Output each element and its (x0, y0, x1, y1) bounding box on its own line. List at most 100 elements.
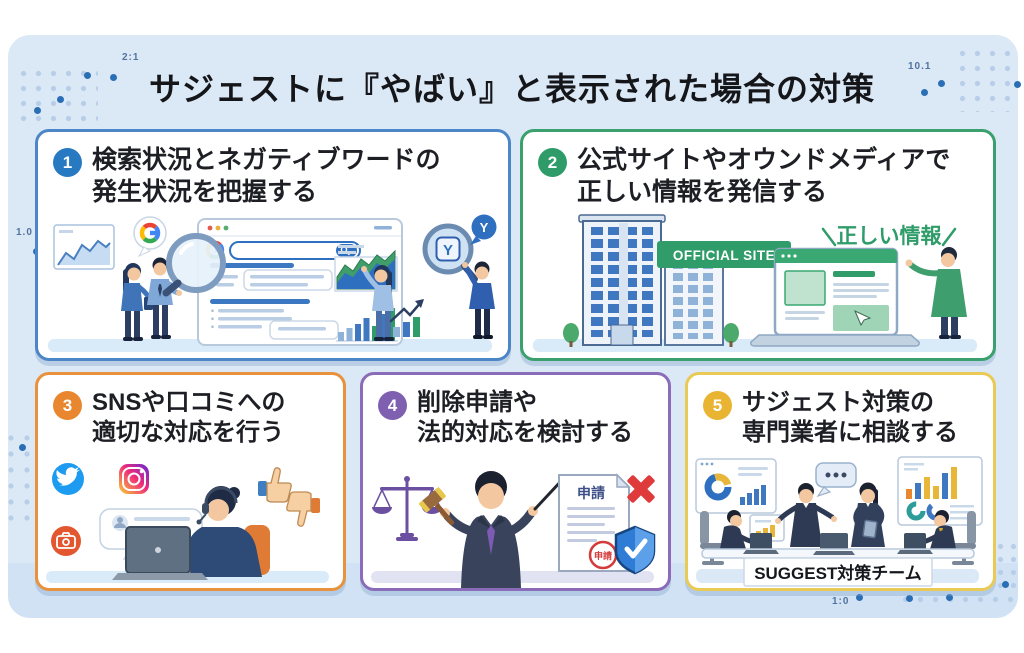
card-step5: 5 サジェスト対策の 専門業者に相談する (685, 372, 996, 591)
step1-badge: 1 (53, 148, 82, 177)
svg-text:申請: 申請 (594, 550, 612, 561)
team-member-seated-left (720, 510, 753, 549)
decor-dot (57, 96, 64, 103)
dot-grid (898, 592, 1016, 604)
decor-dot (34, 107, 41, 114)
artifact-number: 1:0 (832, 596, 850, 607)
svg-text:正しい情報: 正しい情報 (837, 224, 943, 248)
chat-bubble-icon (815, 462, 857, 498)
svg-text:Y: Y (480, 220, 489, 235)
card4-heading: 削除申請や 法的対応を検討する (417, 388, 633, 448)
card5-heading-line1: サジェスト対策の (742, 389, 934, 416)
meeting-table: SUGGEST対策チーム (701, 533, 975, 587)
dot-grid (955, 46, 1019, 112)
person-pointing-chart (361, 265, 394, 341)
step2-badge: 2 (538, 148, 567, 177)
decor-dot (19, 444, 26, 451)
card4-header: 4 削除申請や 法的対応を検討する (363, 375, 668, 450)
shield-check-icon (614, 525, 656, 575)
step3-badge: 3 (53, 391, 82, 420)
laptop (112, 526, 208, 580)
card1-heading-line2: 発生状況を把握する (92, 177, 318, 206)
tree (723, 323, 739, 347)
x-mark-icon (627, 475, 655, 503)
twitter-icon (52, 463, 84, 495)
person-analyst-left (121, 263, 154, 341)
scales-icon (372, 476, 442, 541)
tree (563, 323, 579, 347)
instagram-icon (119, 464, 149, 494)
card3-heading-line2: 適切な対応を行う (92, 419, 284, 447)
laptop (750, 247, 920, 347)
card2-heading-line2: 正しい情報を発信する (577, 177, 828, 206)
card-step3: 3 SNSや口コミへの 適切な対応を行う (35, 372, 346, 591)
correct-info-callout: 正しい情報 (821, 224, 957, 248)
card1-illustration: Y Y (48, 214, 497, 352)
svg-text:申請: 申請 (577, 485, 605, 501)
artifact-number: 10.1 (908, 61, 932, 72)
decor-dot (1014, 81, 1021, 88)
svg-text:OFFICIAL SITE: OFFICIAL SITE (673, 248, 775, 263)
line-chart-panel (53, 224, 115, 270)
artifact-number: 1.0 (16, 227, 33, 238)
page-title: サジェストに『やばい』と表示された場合の対策 (148, 71, 875, 107)
search-input (229, 241, 361, 260)
card2-heading: 公式サイトやオウンドメディアで 正しい情報を発信する (577, 145, 950, 208)
card2-header: 2 公式サイトやオウンドメディアで 正しい情報を発信する (523, 132, 993, 210)
lawyer-figure (418, 471, 565, 588)
decor-dot (84, 72, 91, 79)
consultant-woman-standing (851, 482, 885, 547)
card5-header: 5 サジェスト対策の 専門業者に相談する (688, 375, 993, 450)
team-member-seated-right (923, 510, 956, 549)
person-right (462, 261, 495, 339)
official-site-banner: OFFICIAL SITE (657, 241, 791, 268)
card-step1: 1 検索状況とネガティブワードの 発生状況を把握する (35, 129, 511, 361)
camera-icon (51, 526, 81, 556)
growth-arrow-chart (389, 299, 424, 337)
card1-header: 1 検索状況とネガティブワードの 発生状況を把握する (38, 132, 508, 210)
artifact-number: 2:1 (122, 52, 140, 63)
card5-heading-line2: 専門業者に相談する (742, 419, 958, 447)
card3-illustration (46, 463, 329, 583)
decor-dot (946, 594, 953, 601)
decor-dot (921, 89, 928, 96)
card3-heading-line1: SNSや口コミへの (92, 389, 286, 416)
team-label-panel (743, 557, 933, 587)
decor-dot (856, 594, 863, 601)
browser-window (197, 218, 403, 346)
thumbs-down-icon (286, 491, 320, 527)
card4-illustration: 申請 申請 (371, 471, 656, 588)
svg-text:SUGGEST対策チーム: SUGGEST対策チーム (754, 563, 922, 583)
office-building-large (578, 214, 666, 346)
application-document: 申請 申請 (558, 473, 631, 572)
card2-heading-line1: 公式サイトやオウンドメディアで (577, 146, 951, 174)
card1-heading: 検索状況とネガティブワードの 発生状況を把握する (92, 145, 441, 208)
yahoo-bubble-icon: Y (470, 214, 497, 245)
card4-heading-line2: 法的対応を検討する (417, 419, 633, 447)
card5-illustration: SUGGEST対策チーム (695, 456, 983, 587)
decor-dot (1002, 581, 1009, 588)
decor-dot (938, 80, 945, 87)
person-presenter (905, 247, 967, 339)
step4-badge: 4 (378, 391, 407, 420)
red-stamp: 申請 (588, 540, 618, 570)
thumbs-up-icon (258, 467, 292, 503)
svg-text:Y: Y (443, 242, 453, 259)
magnifier-icon (162, 233, 226, 297)
card4-heading-line1: 削除申請や (417, 389, 537, 416)
decor-dot (906, 595, 913, 602)
dashboard-right (897, 456, 983, 526)
card1-heading-line1: 検索状況とネガティブワードの (92, 146, 441, 174)
decor-dot (110, 74, 117, 81)
card-step4: 4 削除申請や 法的対応を検討する (360, 372, 671, 591)
consultant-standing (775, 483, 837, 547)
card3-header: 3 SNSや口コミへの 適切な対応を行う (38, 375, 343, 450)
google-bubble-icon (133, 216, 167, 258)
card3-heading: SNSや口コミへの 適切な対応を行う (92, 388, 285, 448)
step5-badge: 5 (703, 391, 732, 420)
dashboard-left (695, 458, 777, 514)
card5-heading: サジェスト対策の 専門業者に相談する (742, 388, 958, 448)
card-step2: 2 公式サイトやオウンドメディアで 正しい情報を発信する (520, 129, 996, 361)
card2-illustration: OFFICIAL SITE 正しい情報 (533, 214, 977, 352)
office-building-small (664, 260, 724, 346)
